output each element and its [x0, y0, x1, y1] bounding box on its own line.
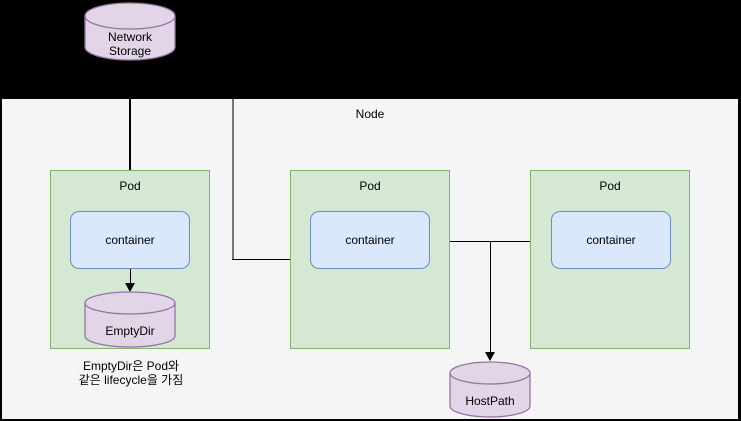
cylinder-icon	[84, 2, 176, 61]
network-storage-label: Network Storage	[107, 29, 152, 58]
pod-1-label: Pod	[119, 179, 141, 193]
caption-line-2: 같은 lifecycle을 가짐	[78, 373, 184, 387]
container-2: container	[310, 211, 430, 269]
connector-storage-to-pod1	[129, 99, 131, 170]
pod-3-label: Pod	[599, 179, 621, 193]
emptydir-cylinder: EmptyDir	[84, 291, 176, 348]
connector-container1-to-emptydir-line	[129, 269, 131, 283]
hostpath-label: HostPath	[465, 393, 515, 408]
emptydir-arrowhead-icon	[125, 283, 135, 292]
cylinder-icon	[449, 361, 531, 418]
connector-storage-to-pod2-vertical	[232, 99, 234, 260]
hostpath-cylinder: HostPath	[449, 361, 531, 418]
emptydir-caption: EmptyDir은 Pod와 같은 lifecycle을 가짐	[31, 359, 231, 387]
container-2-label: container	[345, 233, 395, 247]
network-storage-cylinder: Network Storage	[84, 2, 176, 61]
connector-storage-to-pod2-horizontal	[232, 258, 290, 260]
container-1-label: container	[105, 233, 155, 247]
caption-line-1: EmptyDir은 Pod와	[82, 359, 180, 373]
container-1: container	[70, 211, 190, 269]
container-3: container	[551, 211, 671, 269]
connector-to-hostpath-line	[489, 241, 491, 353]
container-3-label: container	[586, 233, 636, 247]
hostpath-arrowhead-icon	[485, 352, 495, 361]
cylinder-icon	[84, 291, 176, 348]
emptydir-label: EmptyDir	[105, 323, 155, 338]
pod-2-label: Pod	[359, 179, 381, 193]
node-label: Node	[355, 107, 385, 121]
